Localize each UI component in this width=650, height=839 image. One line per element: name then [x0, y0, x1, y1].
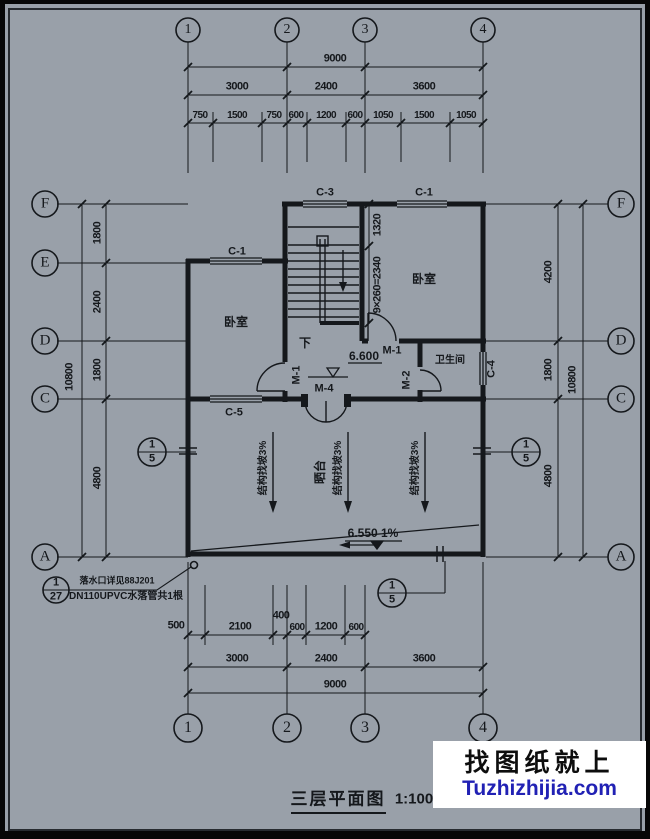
grid-col-4-bottom: 4: [479, 719, 487, 736]
window-label-c4: C-4: [485, 360, 498, 378]
dim-bottom-tier1-0: 500: [167, 619, 185, 632]
detail-leaders: [43, 451, 540, 594]
slope-flow-arrowhead: [339, 541, 350, 549]
dim-left-seg-1: 2400: [91, 290, 104, 314]
dim-top-tier3-7: 1500: [414, 110, 434, 121]
grid-row-F-left: F: [40, 195, 50, 212]
dim-top-tier3-0: 750: [192, 110, 208, 121]
dim-top-tier3-1: 1500: [227, 110, 247, 121]
dim-top-tier3-6: 1050: [373, 110, 393, 121]
room-label-terrace: 晒台: [313, 459, 327, 485]
door-label-m2: M-2: [400, 370, 413, 390]
level-floor: 6.600: [348, 349, 380, 363]
dim-bottom-tier2-1: 2400: [314, 652, 338, 665]
dimension-ticks: [77, 62, 588, 698]
dim-bottom-tier1-2: 400: [272, 609, 290, 622]
level-terrace: 6.550 1%: [347, 526, 399, 540]
outlet-note-line2: DN110UPVC水落管共1根: [69, 591, 183, 602]
dim-top-tier2-0: 3000: [225, 80, 249, 93]
grid-bubbles: [31, 17, 635, 743]
dim-bottom-tier1-4: 1200: [314, 620, 338, 633]
grid-row-D-left: D: [39, 332, 51, 349]
terrace-slope-arrows: [269, 432, 429, 513]
grid-row-F-right: F: [616, 195, 626, 212]
drawing-title: 三层平面图: [290, 789, 386, 809]
grid-col-4-top: 4: [479, 22, 487, 37]
grid-col-1-bottom: 1: [184, 719, 192, 736]
watermark-text-cn: 找图纸就上: [464, 748, 615, 777]
dim-left-seg-2: 1800: [91, 358, 104, 382]
level-symbols: [190, 362, 480, 552]
slope-note-1: 结构找坡3%: [258, 440, 269, 496]
dim-top-tier2-1: 2400: [314, 80, 338, 93]
room-label-bedroom-right: 卧室: [411, 272, 437, 286]
dimension-lines: [57, 42, 608, 714]
stair-down-label: 下: [298, 336, 312, 350]
dim-top-tier2-2: 3600: [412, 80, 436, 93]
window-label-c3: C-3: [316, 186, 334, 199]
detail-bubble-bottom-den: 5: [388, 593, 396, 606]
grid-col-3-bottom: 3: [361, 719, 369, 736]
slope-note-2: 结构找坡3%: [333, 440, 344, 496]
grid-col-2-top: 2: [283, 22, 291, 37]
dim-bottom-tier1-5: 600: [348, 622, 364, 633]
door-label-m1-right: M-1: [382, 344, 402, 357]
window-label-c1-right: C-1: [415, 186, 433, 199]
grid-row-C-left: C: [39, 390, 51, 407]
dim-top-tier3-3: 600: [288, 110, 304, 121]
detail-bubble-left-den: 5: [148, 452, 156, 465]
dim-top-tier3-8: 1050: [456, 110, 476, 121]
dim-right-seg-1: 1800: [542, 358, 555, 382]
detail-bubble-outlet-num: 1: [52, 576, 60, 589]
grid-col-1-top: 1: [184, 22, 192, 37]
door-label-m1-left: M-1: [290, 365, 303, 385]
door-swings: [256, 312, 442, 423]
door-label-m4: M-4: [314, 382, 334, 395]
grid-row-D-right: D: [615, 332, 627, 349]
dim-right-seg-2: 4800: [542, 464, 555, 488]
dim-top-total: 9000: [323, 52, 347, 65]
watermark: 找图纸就上 Tuzhizhijia.com: [433, 741, 646, 808]
window-label-c1-left: C-1: [228, 245, 246, 258]
dim-left-seg-3: 4800: [91, 466, 104, 490]
windows: [210, 200, 487, 403]
grid-col-2-bottom: 2: [283, 719, 291, 736]
grid-row-A-left: A: [39, 548, 51, 565]
grid-row-E-left: E: [40, 254, 50, 271]
drawing-scale: 1:100: [394, 790, 434, 808]
dim-stair-run: 9×260=2340: [371, 256, 384, 314]
dim-left-seg-0: 1800: [91, 221, 104, 245]
window-label-c5: C-5: [225, 406, 243, 419]
dim-top-tier3-4: 1200: [316, 110, 336, 121]
dim-bottom-tier2-0: 3000: [225, 652, 249, 665]
room-label-bathroom: 卫生间: [435, 355, 465, 366]
stair-direction-arrowhead: [339, 282, 347, 292]
dim-bottom-tier2-2: 3600: [412, 652, 436, 665]
room-label-bedroom-left: 卧室: [223, 315, 249, 329]
dim-bottom-total: 9000: [323, 678, 347, 691]
dim-bottom-tier1-1: 2100: [228, 620, 252, 633]
break-ticks: [179, 447, 491, 562]
detail-bubble-right-num: 1: [522, 438, 530, 451]
stair: [288, 226, 359, 325]
detail-bubble-outlet-den: 27: [49, 590, 63, 603]
watermark-text-url: Tuzhizhijia.com: [462, 777, 617, 801]
dim-top-tier3-2: 750: [266, 110, 282, 121]
dim-right-total: 10800: [566, 365, 579, 395]
walls: [185, 201, 486, 557]
slope-note-3: 结构找坡3%: [410, 440, 421, 496]
grid-col-3-top: 3: [361, 22, 369, 37]
grid-row-A-right: A: [615, 548, 627, 565]
dim-right-seg-0: 4200: [542, 260, 555, 284]
dim-left-total: 10800: [63, 362, 76, 392]
detail-bubble-right-den: 5: [522, 452, 530, 465]
dim-top-tier3-5: 600: [347, 110, 363, 121]
grid-row-C-right: C: [615, 390, 627, 407]
outlet-note-line1: 落水口详见88J201: [79, 575, 155, 586]
detail-bubble-bottom-num: 1: [388, 579, 396, 592]
dim-stair-landing: 1320: [371, 213, 384, 237]
detail-bubble-left-num: 1: [148, 438, 156, 451]
dim-bottom-tier1-3: 600: [289, 622, 305, 633]
